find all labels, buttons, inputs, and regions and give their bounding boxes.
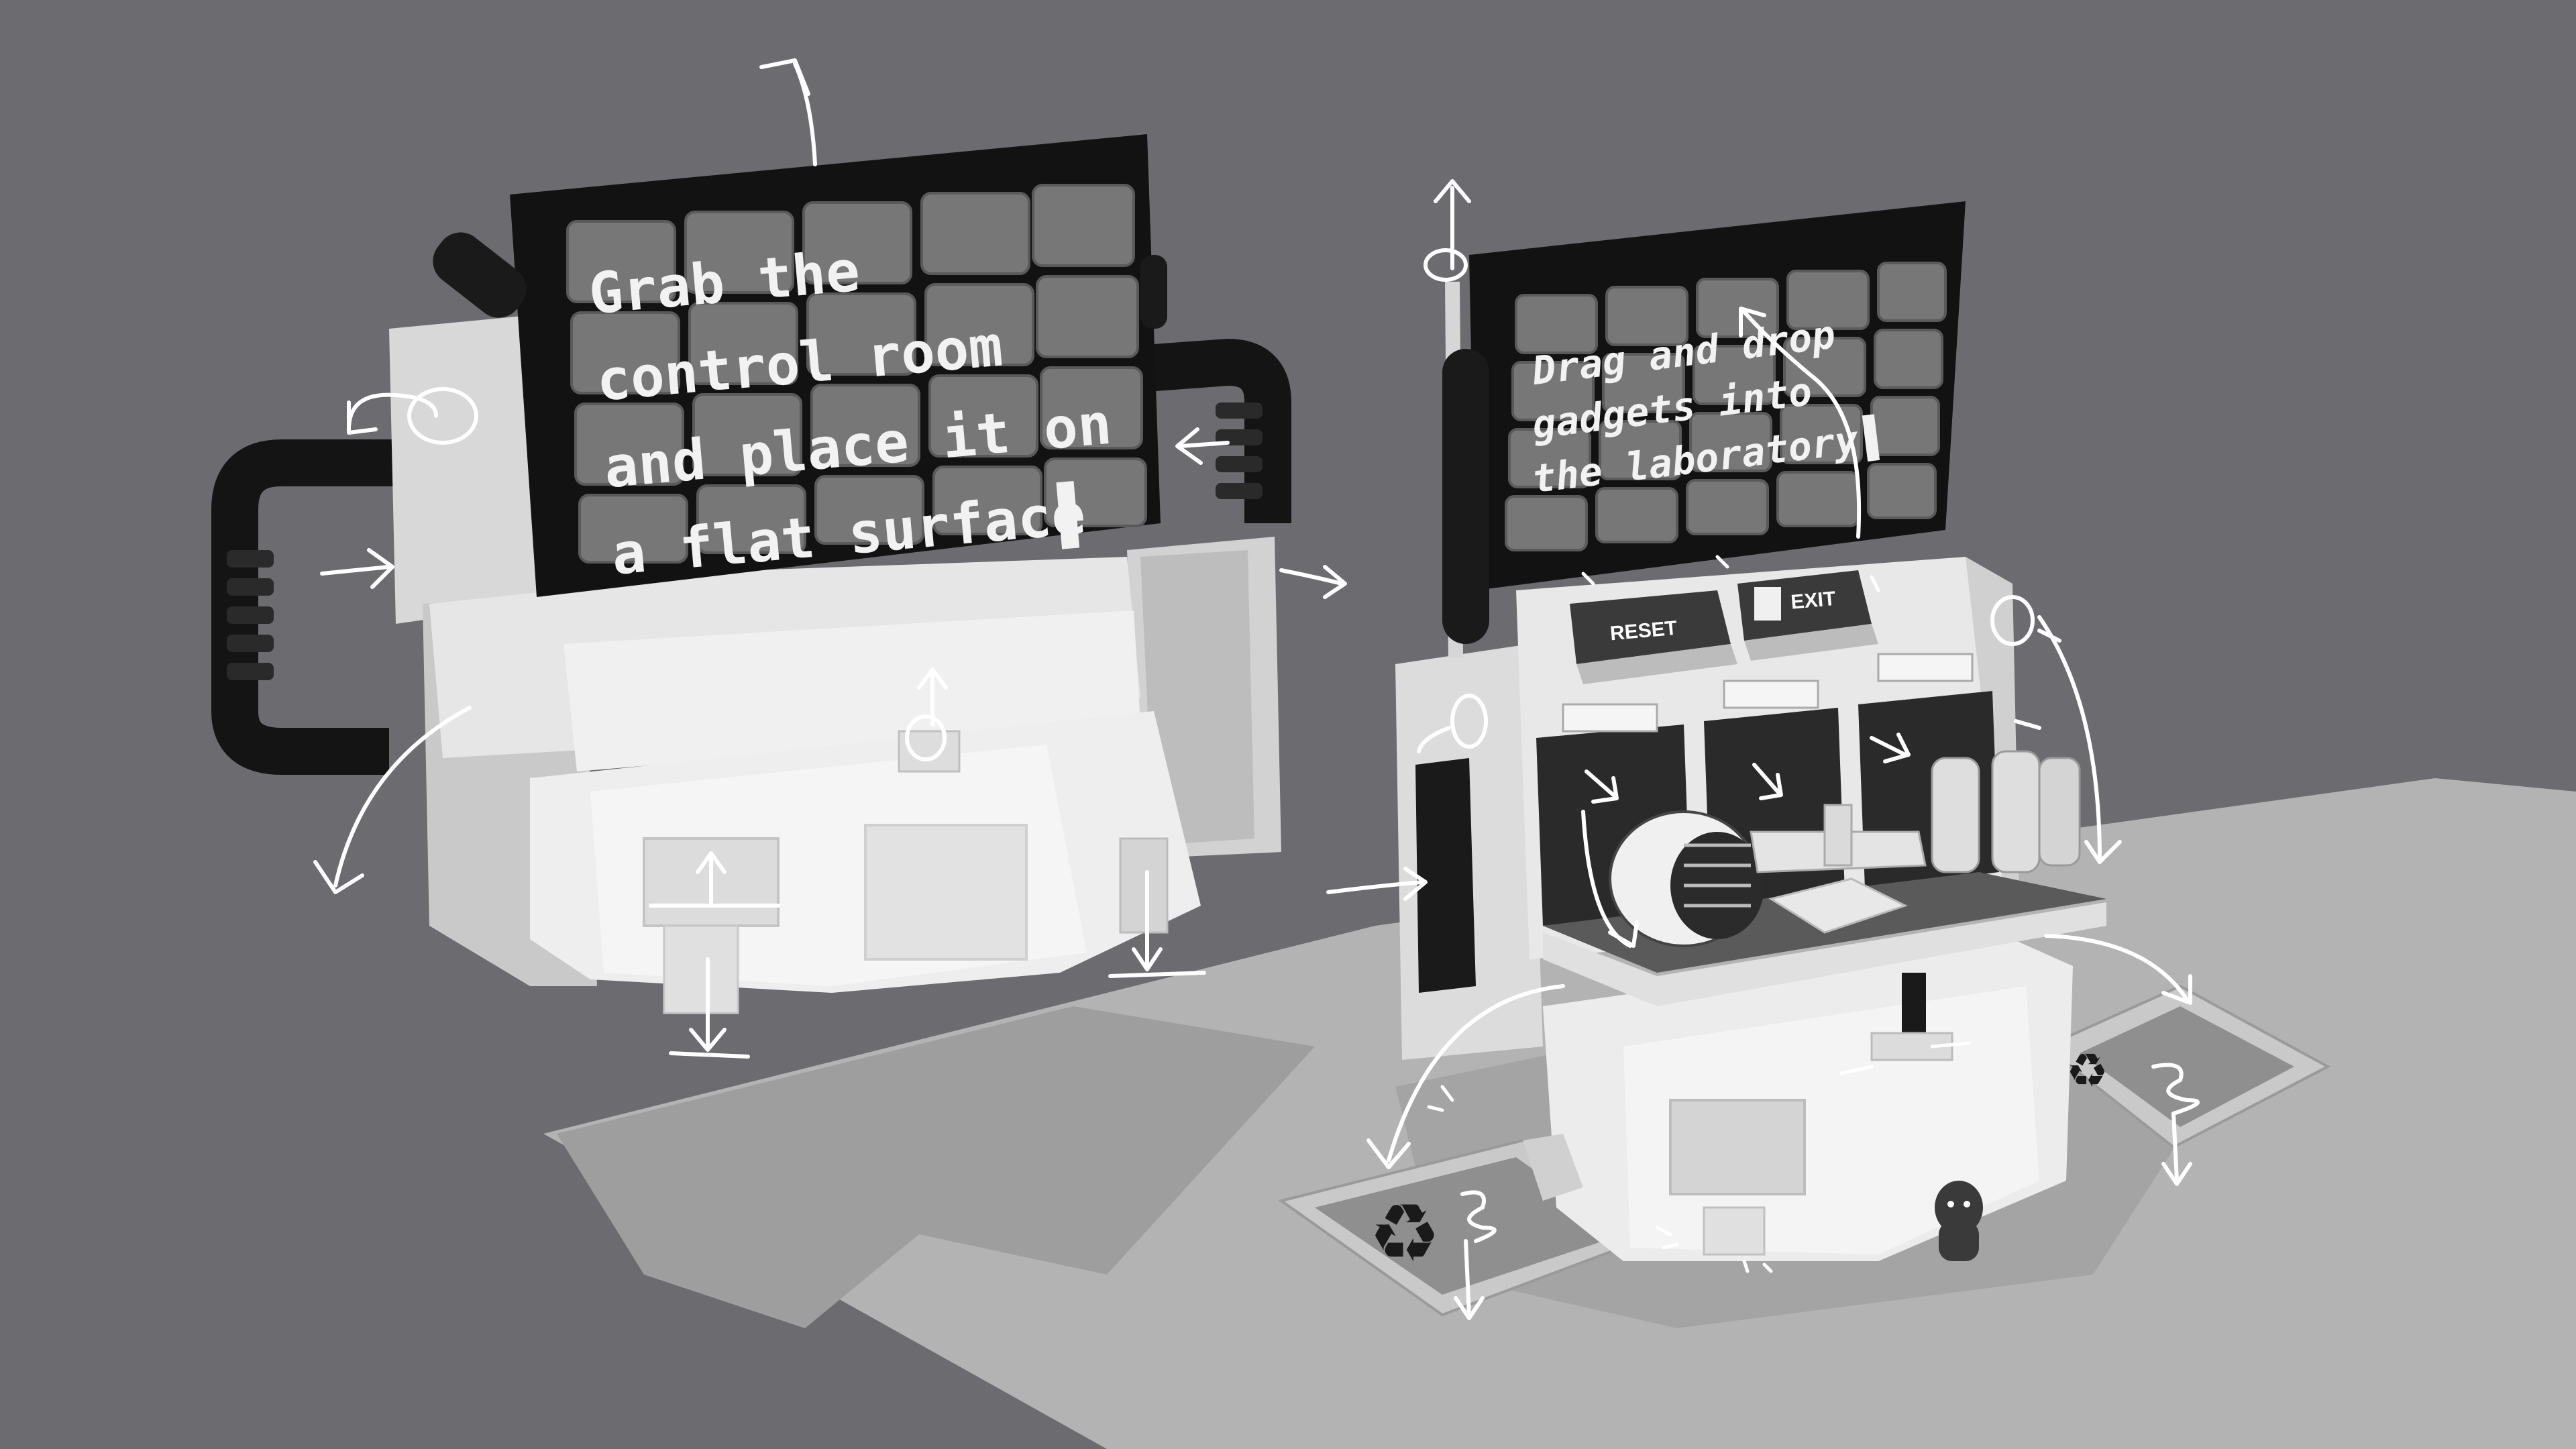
exit-button[interactable]: EXIT [1737,570,1878,661]
right-handle[interactable] [1044,339,1291,523]
lever-base [1870,1032,1953,1061]
front-door[interactable] [864,824,1028,961]
reset-button[interactable]: RESET [1570,590,1737,684]
exit-button-label: EXIT [1790,588,1836,614]
slot-label-2 [1723,680,1819,709]
monitor-hinge-left[interactable] [423,223,535,327]
slot-label-1 [1562,703,1658,733]
recycle-icon-right: ♻ [2066,1043,2108,1098]
monitor-tiles-left [566,184,1147,564]
left-handle[interactable] [211,439,470,775]
monitor-hinge-right-lab[interactable] [1442,349,1489,644]
control-room-left[interactable]: Grab the control room and place it on a … [211,134,1291,1014]
right-handle-grip [1216,402,1263,499]
drawer-tab-left[interactable] [663,924,739,1014]
arrow-right-icon [320,565,391,576]
sketch-annotations [313,58,2200,1320]
lab-shelf-front [1543,902,2106,1006]
drawer-tab-right[interactable] [1119,837,1169,934]
arrow-left-icon [1179,441,1230,448]
floor-shadow-left [557,1006,1315,1328]
gadget-pad[interactable] [1768,877,1908,934]
lab-side-grip [1415,758,1476,993]
body-right-panel [1140,550,1254,845]
slot-label-3 [1877,653,1974,682]
left-handle-grip [227,550,274,680]
exit-icon [1754,587,1781,621]
creature-character[interactable] [1935,1181,1983,1261]
pipe [1523,1134,1583,1201]
text-cursor: ▌ [1056,479,1096,549]
lab-text-cursor: ▌ [1862,413,1891,462]
laboratory-right[interactable]: ♻ ♻ [1278,201,2331,1317]
monitor-tiles-right [1505,262,1947,551]
recycle-bin-right-inner [2080,1006,2294,1127]
lever-handle[interactable] [1902,973,1926,1040]
gadget-telescope[interactable] [1750,804,1927,873]
lab-door[interactable] [1703,1206,1766,1256]
body-back [389,315,537,624]
lab-window [1669,1099,1806,1195]
monitor-hinge-right[interactable] [1140,255,1167,329]
recycle-icon: ♻ [1368,1187,1441,1281]
gadget-stacks[interactable] [1931,750,2081,873]
gadget-turbine[interactable] [1609,810,1764,947]
